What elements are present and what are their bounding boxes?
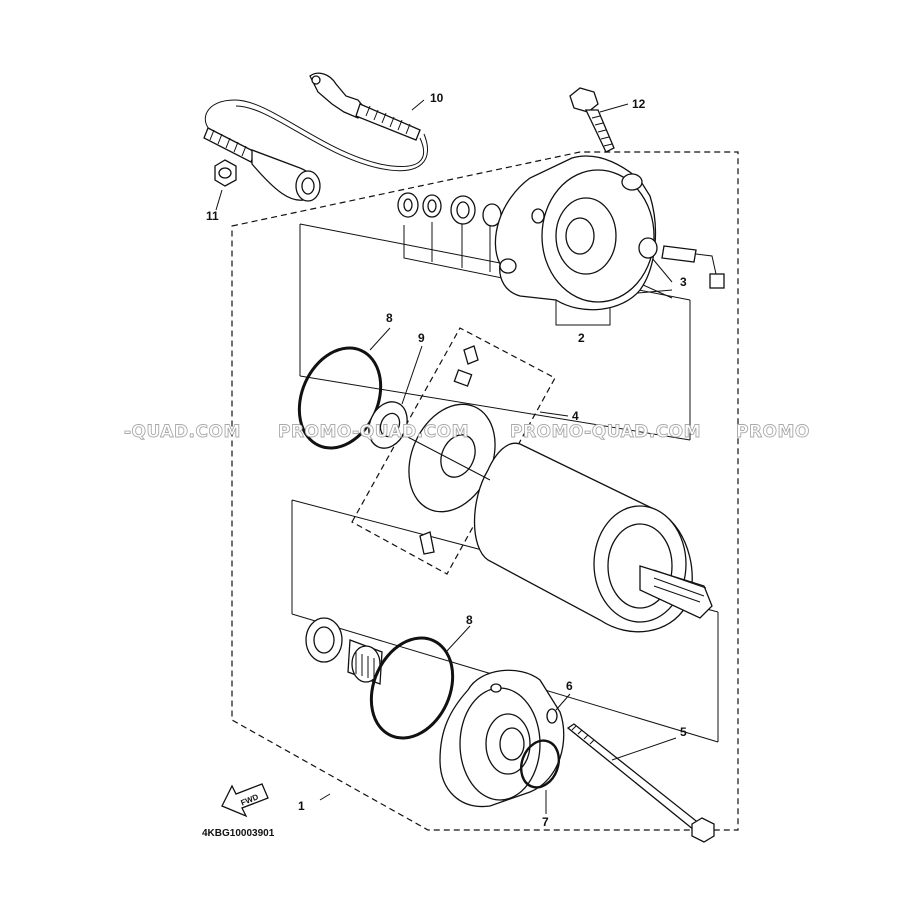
starter-cable-icon [203,72,428,202]
watermark-3: PROMO-QUAD.COM [510,422,701,442]
part-2-bracket [403,225,611,326]
callout-7: 7 [542,815,549,829]
watermark-1: -QUAD.COM [124,422,241,442]
washer-icon [368,401,408,449]
seal-washer-set [397,192,502,227]
through-bolt-icon [566,723,715,843]
callout-8-lower: 8 [466,613,473,627]
starter-assembly-outline [231,151,739,831]
callout-11: 11 [206,209,219,223]
o-ring-lower [369,636,455,740]
callout-12: 12 [632,97,646,111]
callout-6: 6 [566,679,573,693]
callout-2: 2 [578,331,585,345]
watermark-2: PROMO-QUAD.COM [278,422,469,442]
callout-8-upper: 8 [386,311,393,325]
catalog-code: 4KBG10003901 [202,828,275,839]
bearing-icon [305,617,383,685]
callout-1: 1 [298,799,305,813]
front-cover-housing [494,155,657,311]
callout-5: 5 [680,725,687,739]
callout-3: 3 [680,275,687,289]
nut-icon [214,159,237,187]
yoke-armature-icon [473,442,713,633]
small-o-ring-icon [546,708,558,724]
callout-9: 9 [418,331,425,345]
callout-4: 4 [572,409,579,423]
forward-arrow-icon: FWD [221,783,269,818]
terminal-icon [638,237,725,289]
brush-plate-icon [408,345,496,555]
watermark-4: PROMO [736,422,810,442]
callout-10: 10 [430,91,444,105]
bolt-icon [569,87,615,153]
o-ring-7-icon [519,739,561,789]
rear-cover-icon [439,669,565,808]
